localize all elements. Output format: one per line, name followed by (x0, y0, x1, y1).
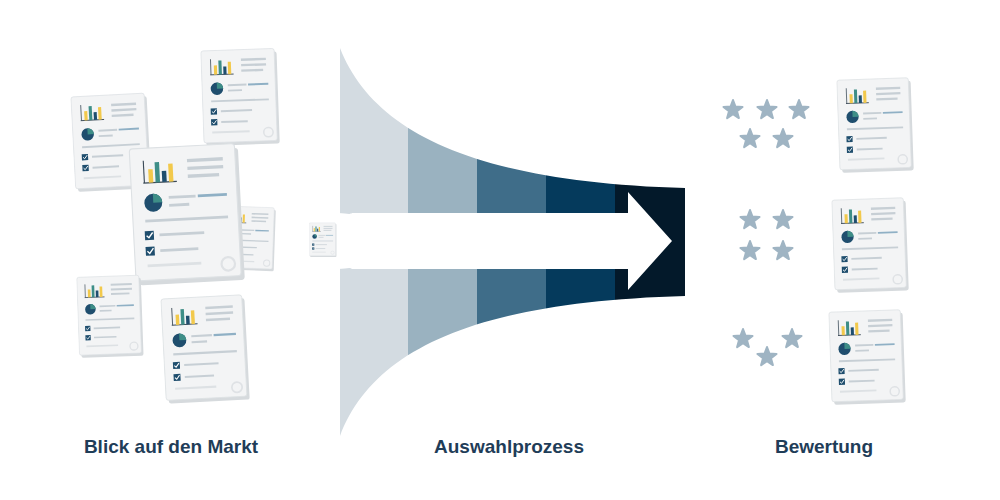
rating-stars (723, 100, 808, 365)
section-label: Auswahlprozess (434, 436, 584, 458)
rated-documents (829, 78, 914, 405)
section-label: Bewertung (775, 436, 873, 458)
market-documents (71, 48, 337, 403)
section-label: Blick auf den Markt (84, 436, 258, 458)
funnel-arrow (338, 192, 672, 290)
